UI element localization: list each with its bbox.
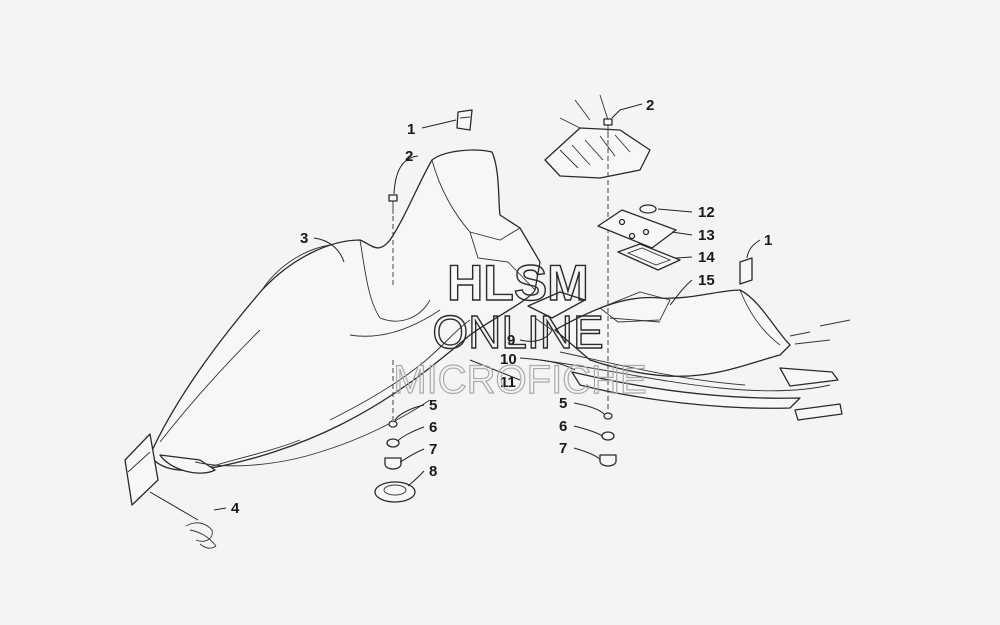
callout-6: 6	[429, 419, 437, 436]
callout-4: 4	[231, 500, 240, 517]
part-3-seat	[149, 149, 541, 474]
callout-labels: 1 2 3 4 5 6 7 8 9 10 11 12 13 14 15 2 1 …	[231, 97, 772, 517]
callout-2: 2	[405, 148, 413, 165]
watermark: HLSM ONLINE MICROFICHE	[393, 254, 648, 402]
callout-1-right: 1	[764, 232, 772, 249]
callout-10: 10	[500, 351, 517, 368]
leader-lines	[213, 103, 761, 511]
part-13-plate	[597, 209, 677, 249]
callout-9: 9	[507, 332, 515, 349]
callout-14: 14	[698, 249, 715, 266]
callout-11: 11	[500, 374, 516, 391]
callout-12: 12	[698, 204, 715, 221]
watermark-line-2: ONLINE	[432, 306, 603, 358]
callout-15: 15	[698, 272, 715, 289]
part-1-pad-right	[739, 257, 753, 285]
watermark-line-1: HLSM	[447, 255, 589, 311]
right-fastener-stack	[599, 412, 617, 467]
callout-1: 1	[407, 121, 415, 138]
left-screw-2	[388, 194, 398, 285]
track-fragment	[544, 94, 651, 179]
part-15-running-board	[539, 289, 839, 409]
callout-2-right: 2	[646, 97, 654, 114]
callout-13: 13	[698, 227, 715, 244]
callout-5: 5	[429, 397, 437, 414]
part-1-pad-left	[456, 109, 473, 131]
part-14-gasket	[617, 243, 681, 271]
callout-7: 7	[429, 441, 437, 458]
left-fastener-stack	[374, 360, 416, 503]
footrest-sketch	[789, 319, 851, 421]
callout-6-right: 6	[559, 418, 567, 435]
part-4-hinge-pin	[124, 433, 217, 549]
part-9-bracket	[527, 291, 586, 331]
watermark-line-3: MICROFICHE	[393, 358, 646, 402]
callout-8: 8	[429, 463, 437, 480]
callout-3: 3	[300, 230, 308, 247]
callout-7-right: 7	[559, 440, 567, 457]
right-screw-2	[603, 118, 613, 410]
part-12-knob	[639, 204, 657, 214]
callout-5-right: 5	[559, 395, 567, 412]
